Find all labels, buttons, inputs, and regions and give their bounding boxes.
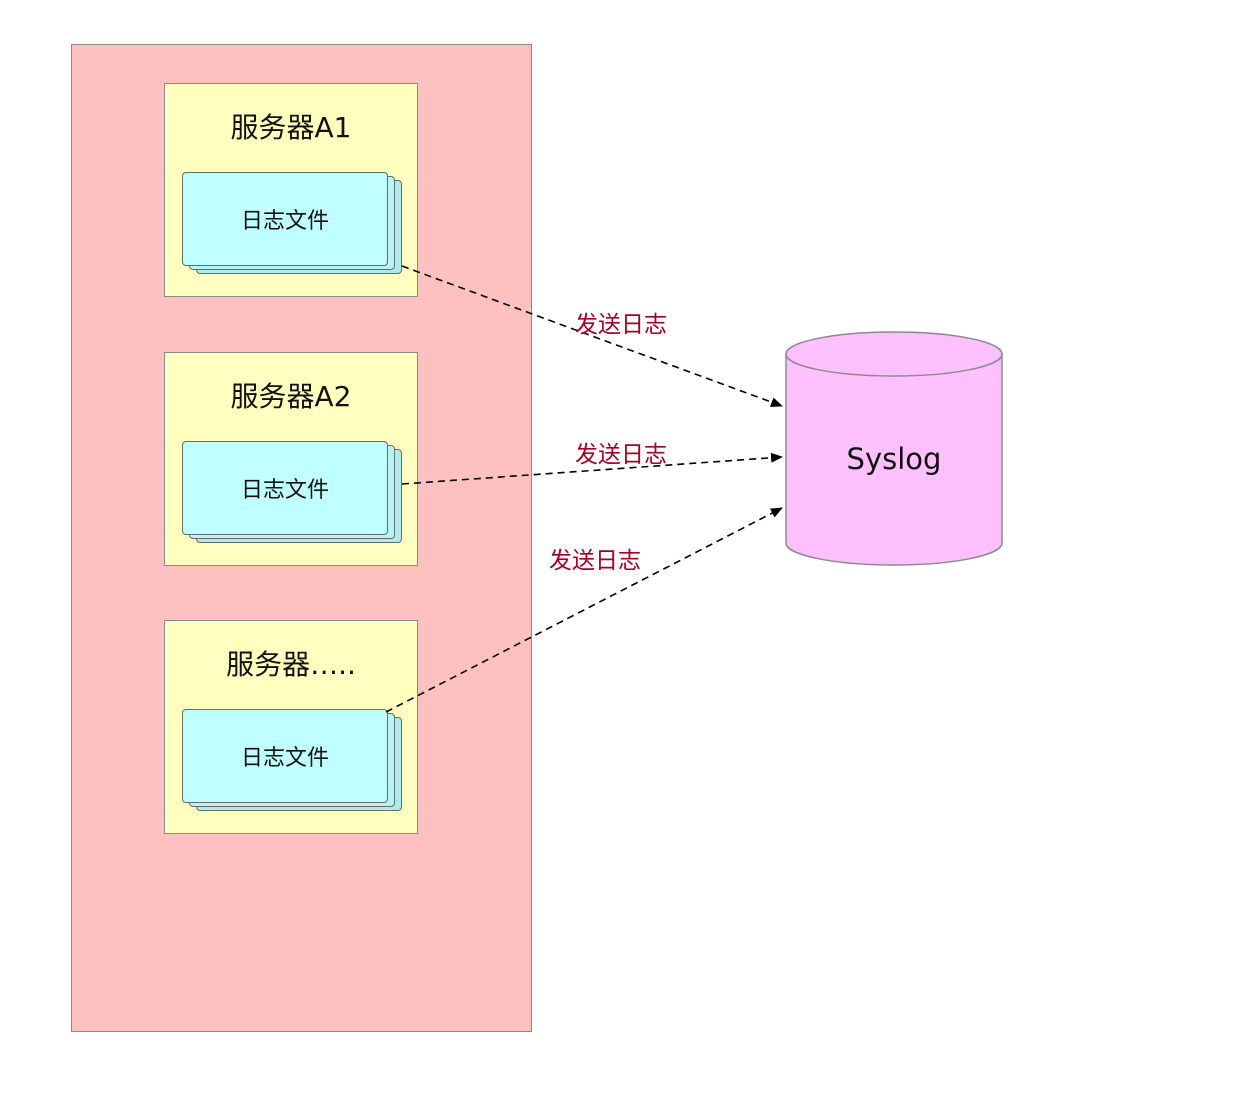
log-file-card: 日志文件 <box>182 441 388 535</box>
server-a2[interactable]: 服务器A2 日志文件 <box>164 352 418 566</box>
log-file-stack[interactable]: 日志文件 <box>182 441 404 543</box>
server-title: 服务器A1 <box>230 111 352 144</box>
syslog-database-shape[interactable] <box>785 331 1003 566</box>
edge-label: 发送日志 <box>575 442 667 468</box>
log-file-card: 日志文件 <box>182 709 388 803</box>
server-more[interactable]: 服务器….. 日志文件 <box>164 620 418 834</box>
log-file-label: 日志文件 <box>240 746 329 771</box>
log-file-stack[interactable]: 日志文件 <box>182 709 404 811</box>
server-title: 服务器A2 <box>230 380 352 413</box>
server-a1[interactable]: 服务器A1 日志文件 <box>164 83 418 297</box>
log-file-card: 日志文件 <box>182 172 388 266</box>
edge-a2-to-syslog[interactable] <box>401 452 783 485</box>
log-file-label: 日志文件 <box>240 209 329 234</box>
edge-more-to-syslog[interactable] <box>385 507 783 713</box>
edge-label: 发送日志 <box>549 548 641 574</box>
edge-a1-to-syslog[interactable] <box>401 265 783 407</box>
syslog-label: Syslog <box>846 442 942 476</box>
log-file-label: 日志文件 <box>240 478 329 503</box>
server-title: 服务器….. <box>226 648 356 681</box>
edge-label: 发送日志 <box>575 312 667 338</box>
log-file-stack[interactable]: 日志文件 <box>182 172 404 274</box>
